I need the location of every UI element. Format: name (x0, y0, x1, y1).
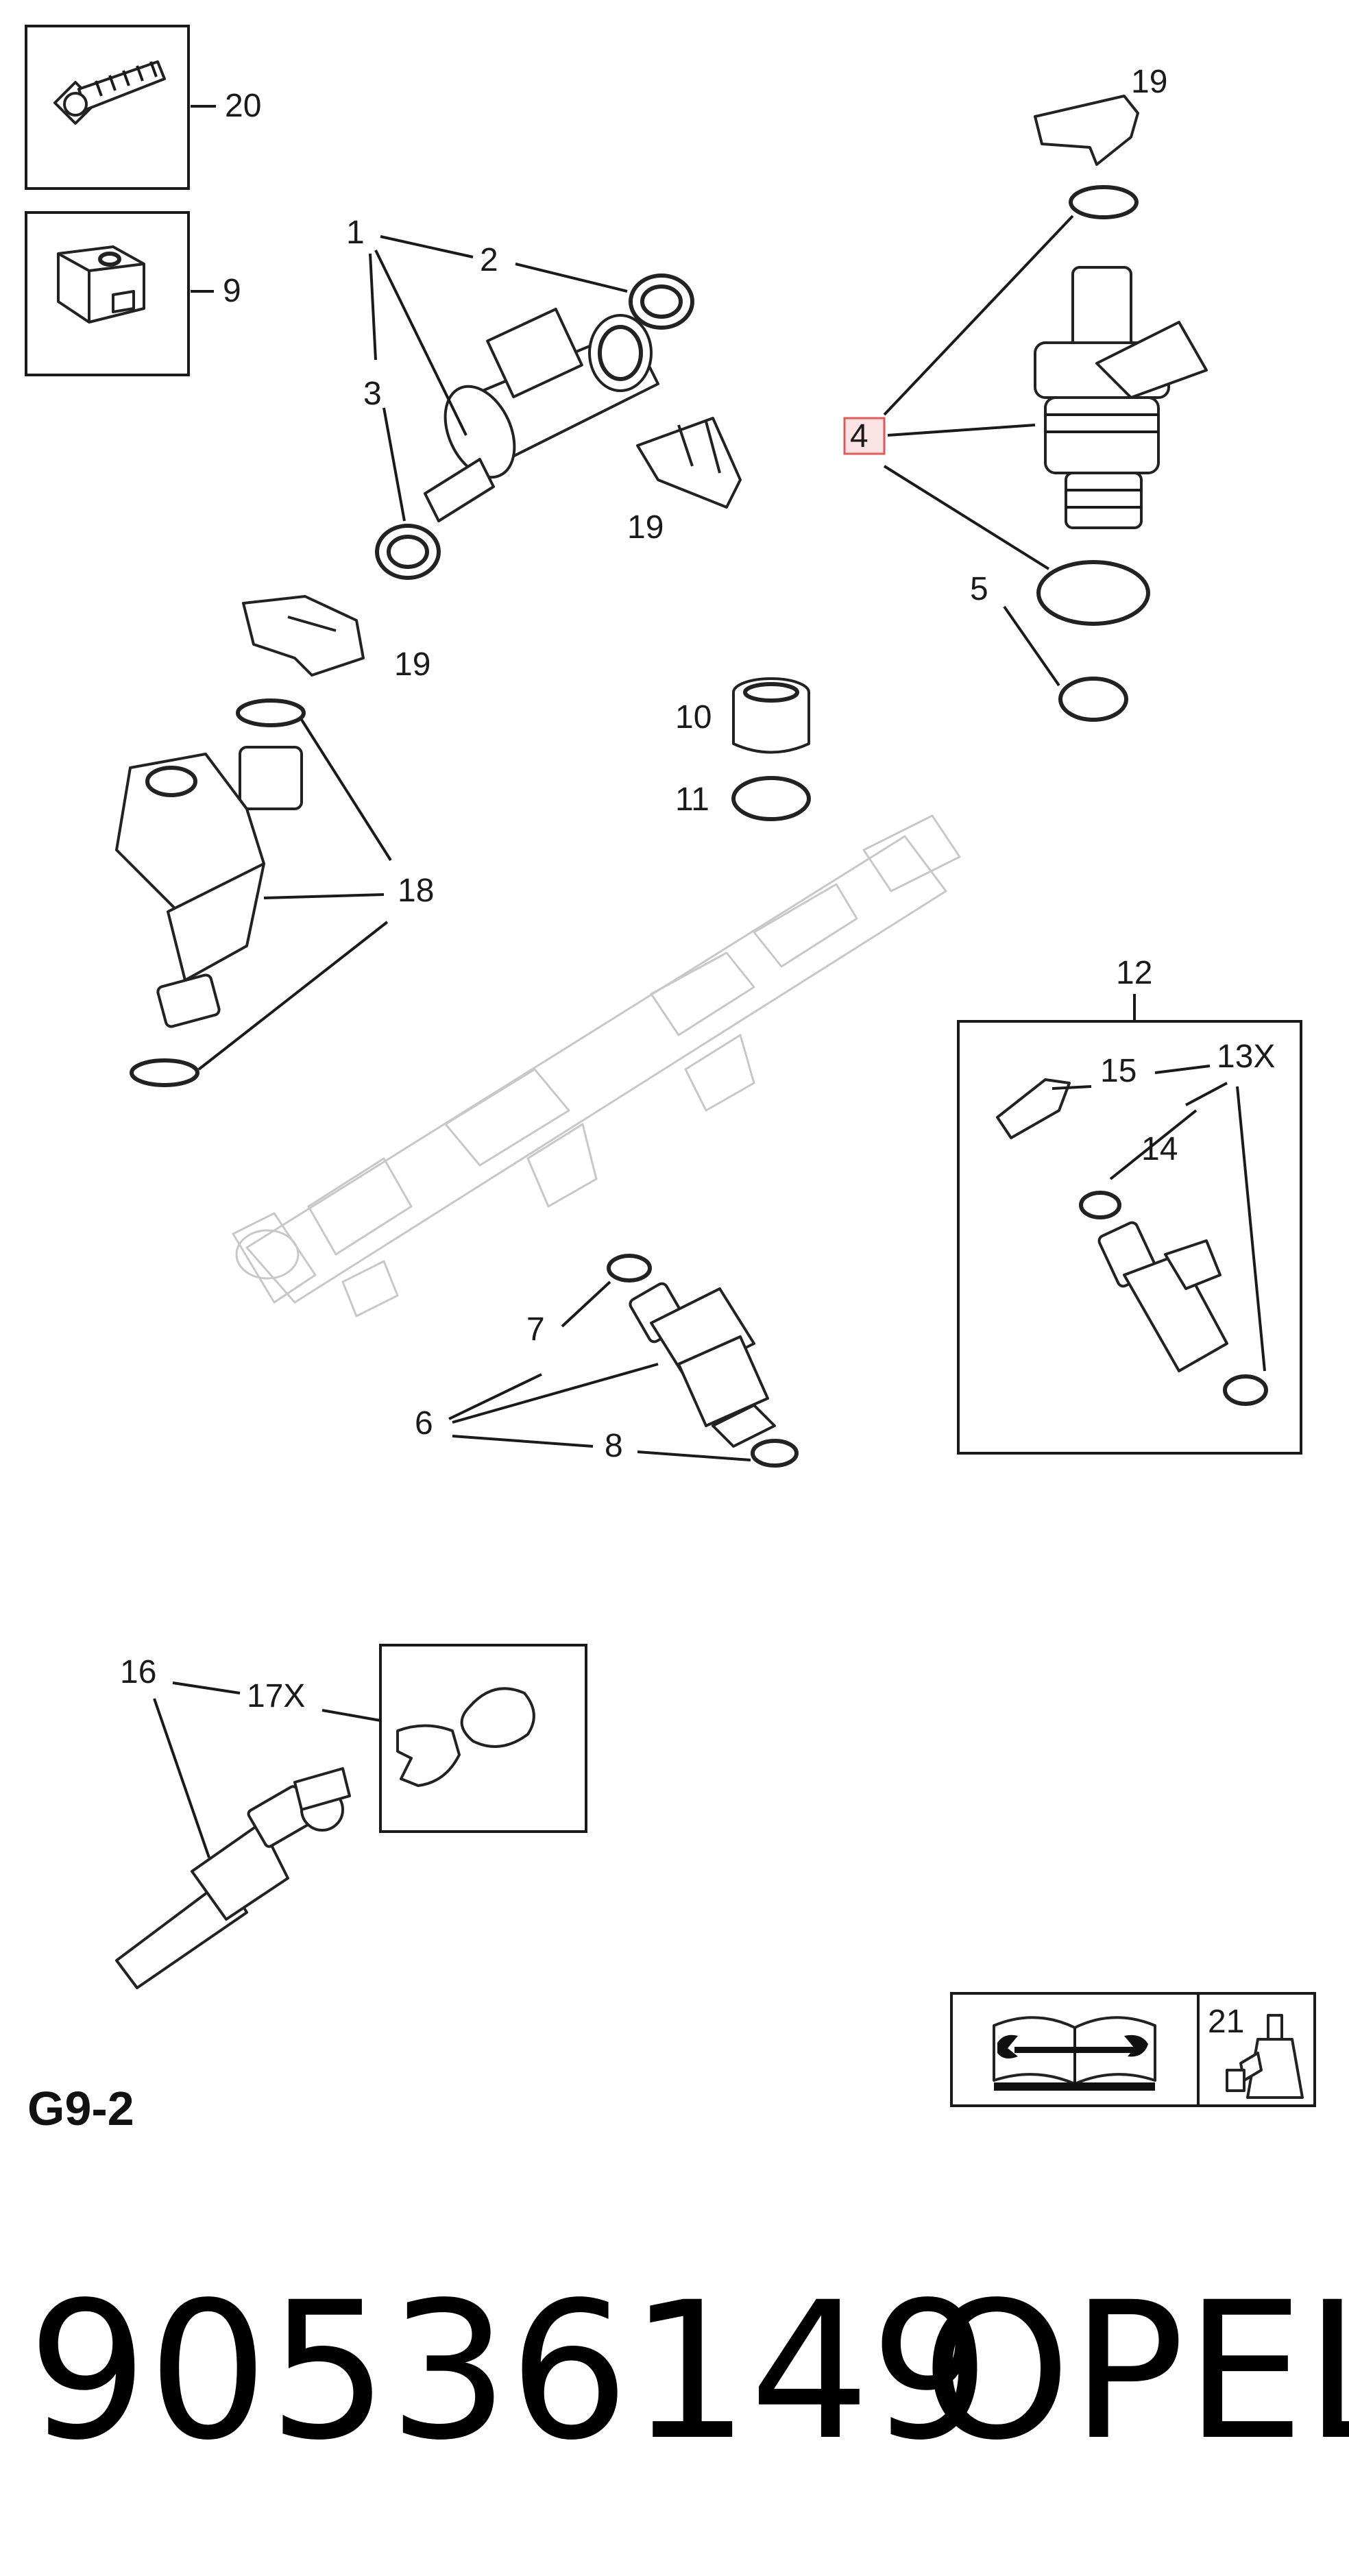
callout-17x: 17X (247, 1678, 305, 1714)
section-code: G9-2 (27, 2082, 134, 2135)
injector-18 (115, 746, 303, 1028)
callout-20: 20 (225, 88, 261, 124)
callout-18: 18 (398, 873, 434, 909)
o-ring-3 (375, 524, 441, 580)
o-ring-14 (1079, 1191, 1121, 1219)
o-ring-18-bottom (130, 1058, 199, 1087)
callout-13x: 13X (1217, 1038, 1275, 1075)
o-ring-18-top (236, 698, 306, 727)
o-ring-2 (629, 274, 694, 330)
injector-12 (1097, 1221, 1228, 1372)
part-number: 90536149 (27, 2262, 991, 2482)
callout-1: 1 (346, 215, 365, 251)
clip-19-upper (636, 417, 742, 509)
o-ring-7 (607, 1254, 652, 1283)
o-ring-13x (1223, 1374, 1268, 1406)
sealant-tube-icon (1226, 2014, 1304, 2099)
callout-16: 16 (120, 1654, 156, 1690)
book-wrench-icon (993, 2016, 1156, 2091)
clip-19-left (242, 595, 365, 677)
clip-19-top (1034, 95, 1139, 166)
o-ring-5-large (1036, 560, 1150, 626)
injector-1 (424, 307, 659, 522)
o-ring-11 (731, 776, 811, 821)
sleeve-10 (732, 677, 810, 754)
bolt-inset-box (25, 25, 190, 190)
kit-12-box (957, 1020, 1302, 1455)
callout-6: 6 (415, 1405, 433, 1442)
block-inset-box (25, 211, 190, 376)
callout-11: 11 (675, 781, 709, 818)
callout-9: 9 (223, 273, 241, 309)
highlight-box (843, 417, 886, 455)
o-ring-4-top (1069, 185, 1139, 219)
callout-4: 4 (850, 418, 868, 454)
callout-8: 8 (605, 1428, 623, 1464)
block-part (57, 245, 145, 324)
callout-15: 15 (1100, 1053, 1137, 1089)
callout-12: 12 (1116, 955, 1152, 991)
injector-4 (1034, 266, 1208, 529)
clip-17x (396, 1687, 535, 1787)
o-ring-5-small (1058, 677, 1128, 722)
callout-7: 7 (526, 1311, 545, 1348)
sealant-icon-box (1197, 1992, 1316, 2107)
callout-19-upper: 19 (627, 509, 664, 546)
callout-2: 2 (480, 242, 498, 278)
callout-19-top: 19 (1131, 64, 1167, 100)
injector-16 (115, 1767, 351, 1989)
clip-15 (996, 1078, 1071, 1139)
injector-6 (629, 1282, 776, 1448)
bolt-part (53, 60, 166, 125)
callout-21: 21 (1208, 2004, 1244, 2040)
o-ring-8 (751, 1439, 799, 1468)
callout-19-left: 19 (394, 646, 430, 683)
fuel-rail-ghost (232, 814, 961, 1317)
brand-name: OPEL (922, 2262, 1349, 2482)
clip-17x-box (379, 1644, 587, 1833)
callout-10: 10 (675, 699, 712, 736)
callout-5: 5 (970, 571, 988, 607)
callout-3: 3 (363, 376, 382, 412)
